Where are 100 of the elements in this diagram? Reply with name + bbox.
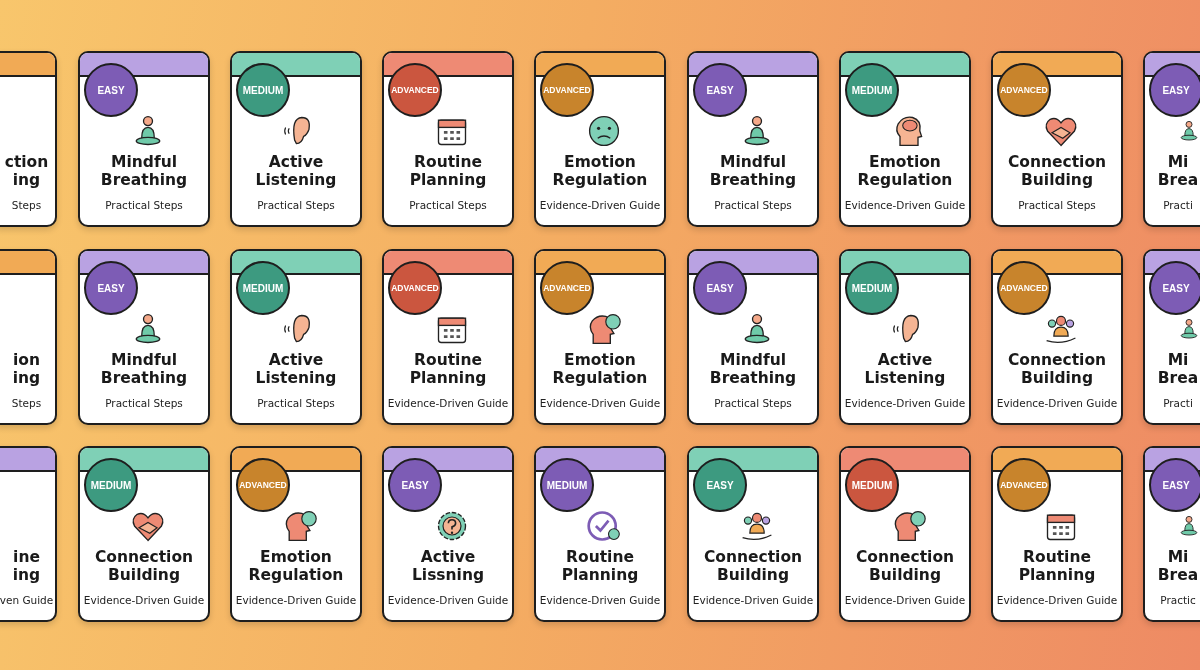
topic-card	[0, 51, 57, 227]
card-title: Mindful Breathing	[708, 351, 798, 387]
card-title: Mi Brea	[1156, 351, 1200, 387]
card-subtitle: Practical Steps	[105, 397, 183, 409]
topic-card	[230, 51, 362, 227]
topic-card	[534, 51, 666, 227]
topic-card	[991, 249, 1123, 425]
card-subtitle: Steps	[11, 397, 42, 409]
card-subtitle: Evidence-Driven Guide	[235, 594, 357, 606]
difficulty-badge: ADVANCED	[540, 63, 594, 117]
topic-card	[382, 446, 514, 622]
card-title: Mindful Breathing	[708, 153, 798, 189]
difficulty-badge: EASY	[693, 63, 747, 117]
card-subtitle: Evidence-Driven Guide	[692, 594, 814, 606]
difficulty-badge: EASY	[693, 261, 747, 315]
card-subtitle: Practical Steps	[714, 199, 792, 211]
difficulty-badge: ADVANCED	[388, 63, 442, 117]
difficulty-badge: MEDIUM	[236, 63, 290, 117]
difficulty-badge: MEDIUM	[845, 261, 899, 315]
card-title: Routine Planning	[1017, 548, 1097, 584]
card-title: Routine Planning	[408, 351, 488, 387]
card-title: Active Listening	[254, 153, 338, 189]
card-title: Emotion Regulation	[551, 153, 649, 189]
difficulty-badge: EASY	[84, 261, 138, 315]
topic-card	[534, 249, 666, 425]
difficulty-badge: MEDIUM	[84, 458, 138, 512]
topic-card	[839, 51, 971, 227]
card-title: ine ing	[11, 548, 42, 584]
card-subtitle: ven Guide	[0, 594, 54, 606]
difficulty-badge: ADVANCED	[388, 261, 442, 315]
difficulty-badge: EASY	[1149, 63, 1200, 117]
topic-card	[839, 249, 971, 425]
card-title: ction ing	[3, 153, 50, 189]
card-subtitle: Practical Steps	[105, 199, 183, 211]
topic-card	[0, 249, 57, 425]
topic-card	[230, 249, 362, 425]
difficulty-badge: MEDIUM	[845, 458, 899, 512]
topic-card	[534, 446, 666, 622]
card-subtitle: Evidence-Driven Guide	[996, 397, 1118, 409]
card-title: Connection Building	[702, 548, 804, 584]
card-title: Connection Building	[93, 548, 195, 584]
topic-card	[991, 51, 1123, 227]
card-subtitle: Evidence-Driven Guide	[844, 199, 966, 211]
topic-card	[839, 446, 971, 622]
card-subtitle: Evidence-Driven Guide	[996, 594, 1118, 606]
card-title: Connection Building	[854, 548, 956, 584]
difficulty-badge: MEDIUM	[236, 261, 290, 315]
difficulty-badge: EASY	[388, 458, 442, 512]
card-subtitle: Evidence-Driven Guide	[387, 397, 509, 409]
difficulty-badge: MEDIUM	[540, 458, 594, 512]
difficulty-badge: EASY	[1149, 458, 1200, 512]
card-subtitle: Practical Steps	[257, 397, 335, 409]
card-subtitle: Evidence-Driven Guide	[539, 397, 661, 409]
card-title: Routine Planning	[408, 153, 488, 189]
card-title: Mindful Breathing	[99, 351, 189, 387]
topic-card	[382, 51, 514, 227]
topic-card	[230, 446, 362, 622]
card-title: Active Listening	[863, 351, 947, 387]
difficulty-badge: EASY	[84, 63, 138, 117]
card-subtitle: Evidence-Driven Guide	[844, 594, 966, 606]
topic-card	[1143, 249, 1200, 425]
card-title: Routine Planning	[560, 548, 640, 584]
topic-card	[1143, 51, 1200, 227]
card-title: Active Lissning	[410, 548, 486, 584]
card-subtitle: Practi	[1163, 199, 1193, 211]
card-title: Emotion Regulation	[247, 548, 345, 584]
topic-card	[1143, 446, 1200, 622]
card-title: Emotion Regulation	[856, 153, 954, 189]
card-title: ion ing	[11, 351, 42, 387]
card-title: Mindful Breathing	[99, 153, 189, 189]
card-subtitle: Practic	[1160, 594, 1196, 606]
topic-card	[991, 446, 1123, 622]
difficulty-badge: ADVANCED	[997, 261, 1051, 315]
difficulty-badge: ADVANCED	[540, 261, 594, 315]
difficulty-badge: ADVANCED	[997, 63, 1051, 117]
card-subtitle: Practical Steps	[257, 199, 335, 211]
difficulty-badge: ADVANCED	[997, 458, 1051, 512]
card-subtitle: Evidence-Driven Guide	[844, 397, 966, 409]
card-title: Active Listening	[254, 351, 338, 387]
topic-card	[687, 446, 819, 622]
card-title: Connection Building	[1006, 351, 1108, 387]
card-subtitle: Evidence-Driven Guide	[387, 594, 509, 606]
card-subtitle: Evidence-Driven Guide	[539, 199, 661, 211]
topic-card	[382, 249, 514, 425]
topic-card	[78, 51, 210, 227]
card-subtitle: Evidence-Driven Guide	[539, 594, 661, 606]
card-title: Mi Brea	[1156, 153, 1200, 189]
difficulty-badge: ADVANCED	[236, 458, 290, 512]
topic-card	[0, 446, 57, 622]
topic-card	[687, 51, 819, 227]
card-title: Emotion Regulation	[551, 351, 649, 387]
difficulty-badge: EASY	[693, 458, 747, 512]
card-subtitle: Practical Steps	[409, 199, 487, 211]
card-subtitle: Practical Steps	[714, 397, 792, 409]
topic-card	[78, 249, 210, 425]
difficulty-badge: MEDIUM	[845, 63, 899, 117]
topic-card	[78, 446, 210, 622]
card-subtitle: Evidence-Driven Guide	[83, 594, 205, 606]
card-subtitle: Practical Steps	[1018, 199, 1096, 211]
difficulty-badge: EASY	[1149, 261, 1200, 315]
